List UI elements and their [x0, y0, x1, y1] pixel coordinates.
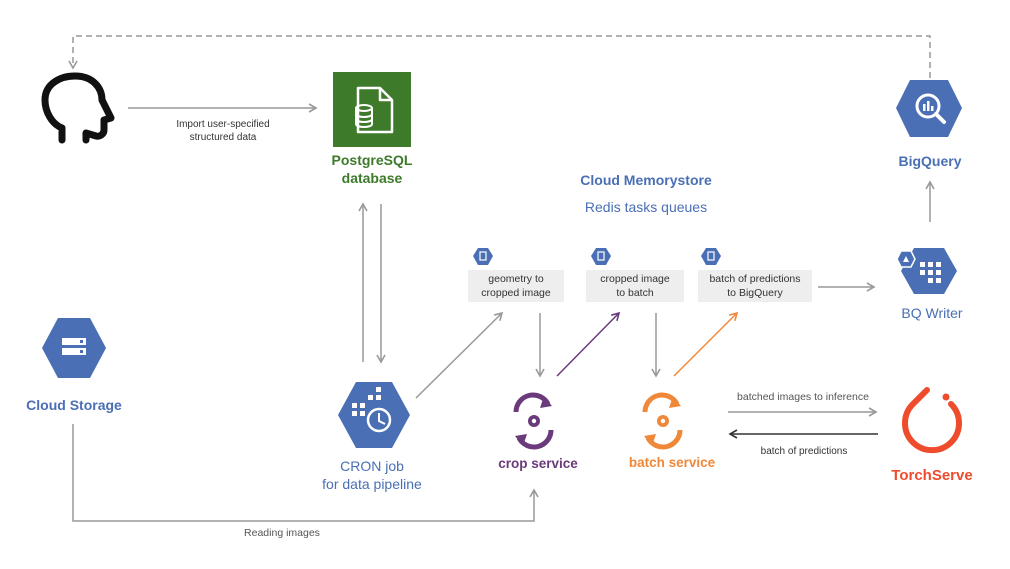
bigquery-icon	[896, 80, 962, 137]
cloud-storage-label: Cloud Storage	[26, 397, 122, 413]
cron-label-line2: for data pipeline	[322, 475, 422, 492]
queue-3-line2: to BigQuery	[727, 286, 783, 299]
import-edge-label: Import user-specified structured data	[148, 118, 298, 144]
postgresql-label-line2: database	[341, 169, 403, 186]
queue-cropped-to-batch: cropped image to batch	[586, 270, 684, 302]
queue-1-line1: geometry to	[488, 273, 544, 285]
bq-writer-label: BQ Writer	[901, 305, 963, 321]
to-inference-label: batched images to inference	[737, 391, 869, 403]
batch-to-queue-arrow	[673, 311, 739, 377]
memorystore-small-icon-3	[701, 248, 721, 265]
cron-label-line1: CRON job	[340, 458, 404, 474]
crop-to-queue-arrow	[556, 311, 621, 377]
cron-job-icon	[338, 382, 410, 448]
bq-writer-icon	[896, 248, 957, 294]
bigquery-label: BigQuery	[898, 153, 962, 169]
queue-predictions-to-bigquery: batch of predictions to BigQuery	[698, 270, 812, 302]
predictions-label: batch of predictions	[760, 446, 848, 457]
queue-2-line2: to batch	[616, 286, 654, 299]
memorystore-subtitle: Redis tasks queues	[584, 199, 708, 215]
import-label-line2: structured data	[189, 132, 257, 143]
queue-1-line2: cropped image	[481, 286, 551, 299]
queue-2-line1: cropped image	[600, 273, 670, 285]
import-label-line1: Import user-specified	[176, 119, 270, 130]
torchserve-icon	[902, 387, 962, 454]
postgresql-label: PostgreSQL database	[302, 152, 442, 187]
reading-images-arrow	[72, 424, 539, 522]
cloud-storage-icon	[42, 318, 106, 378]
dashed-feedback-arrow	[68, 35, 931, 78]
memorystore-small-icon-2	[591, 248, 611, 265]
user-head-icon	[41, 72, 115, 144]
cron-job-label: CRON job for data pipeline	[300, 458, 444, 494]
memorystore-title: Cloud Memorystore	[580, 172, 712, 188]
torchserve-label: TorchServe	[891, 467, 973, 484]
postgresql-icon	[333, 72, 411, 147]
reading-images-label: Reading images	[244, 527, 320, 539]
queue-3-line1: batch of predictions	[709, 273, 801, 285]
crop-service-icon	[513, 392, 554, 450]
queue-geometry-to-cropped: geometry to cropped image	[468, 270, 564, 302]
batch-service-icon	[642, 392, 683, 450]
postgresql-label-line1: PostgreSQL	[331, 152, 413, 168]
crop-service-label: crop service	[498, 456, 578, 471]
cron-to-queue-arrow	[415, 311, 504, 399]
batch-service-label: batch service	[628, 455, 716, 470]
memorystore-small-icon-1	[473, 248, 493, 265]
